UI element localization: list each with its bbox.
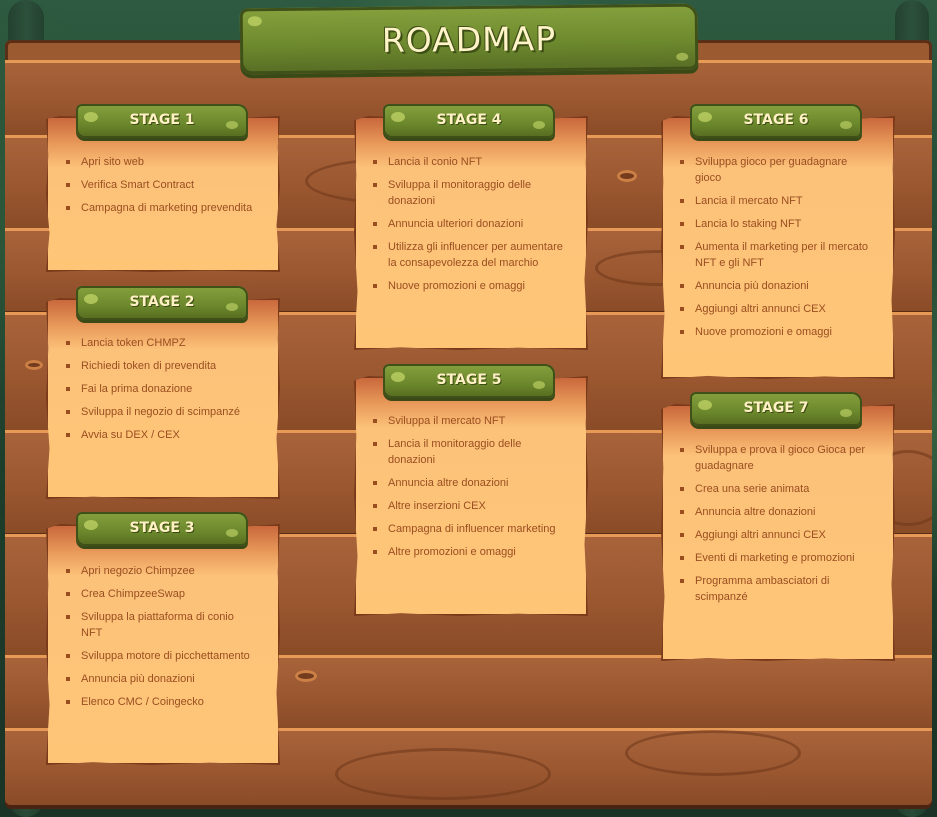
list-item: Lancia il conio NFT (372, 154, 567, 170)
roadmap-title-sign: ROADMAP (239, 3, 699, 75)
list-item: Lancia il monitoraggio delle donazioni (372, 436, 562, 468)
list-item: Sviluppa il monitoraggio delle donazioni (372, 177, 567, 209)
roadmap-title: ROADMAP (381, 19, 557, 60)
list-item: Campagna di marketing prevendita (65, 200, 265, 216)
list-item: Apri negozio Chimpzee (65, 563, 255, 579)
stage-5-sign: STAGE 5 (383, 364, 555, 398)
list-item: Altre inserzioni CEX (372, 498, 562, 514)
stage-4-sign: STAGE 4 (383, 104, 555, 138)
list-item: Altre promozioni e omaggi (372, 544, 562, 560)
list-item: Lancia il mercato NFT (679, 193, 869, 209)
list-item: Aggiungi altri annunci CEX (679, 301, 869, 317)
list-item: Sviluppa il negozio di scimpanzé (65, 404, 255, 420)
list-item: Nuove promozioni e omaggi (679, 324, 869, 340)
list-item: Crea una serie animata (679, 481, 869, 497)
list-item: Apri sito web (65, 154, 265, 170)
list-item: Richiedi token di prevendita (65, 358, 255, 374)
stage-5-title: STAGE 5 (436, 372, 502, 388)
stage-card-2 (46, 298, 280, 499)
stage-6-list: Sviluppa gioco per guadagnare gioco Lanc… (679, 154, 869, 347)
stage-card-4 (354, 116, 588, 350)
list-item: Nuove promozioni e omaggi (372, 278, 567, 294)
stage-5-list: Sviluppa il mercato NFT Lancia il monito… (372, 413, 562, 567)
list-item: Programma ambasciatori di scimpanzé (679, 573, 869, 605)
stage-card-6 (661, 116, 895, 379)
list-item: Eventi di marketing e promozioni (679, 550, 869, 566)
list-item: Sviluppa la piattaforma di conio NFT (65, 609, 255, 641)
list-item: Utilizza gli influencer per aumentare la… (372, 239, 567, 271)
stage-6-title: STAGE 6 (743, 112, 809, 128)
stage-7-title: STAGE 7 (743, 400, 809, 416)
stage-7-list: Sviluppa e prova il gioco Gioca per guad… (679, 442, 869, 612)
stage-2-sign: STAGE 2 (76, 286, 248, 320)
stage-2-list: Lancia token CHMPZ Richiedi token di pre… (65, 335, 255, 450)
stage-card-7 (661, 404, 895, 661)
list-item: Sviluppa e prova il gioco Gioca per guad… (679, 442, 869, 474)
stage-3-title: STAGE 3 (129, 520, 195, 536)
stage-4-title: STAGE 4 (436, 112, 502, 128)
list-item: Elenco CMC / Coingecko (65, 694, 255, 710)
list-item: Sviluppa il mercato NFT (372, 413, 562, 429)
stage-card-5 (354, 376, 588, 616)
list-item: Sviluppa gioco per guadagnare gioco (679, 154, 869, 186)
list-item: Annuncia altre donazioni (372, 475, 562, 491)
stage-6-sign: STAGE 6 (690, 104, 862, 138)
list-item: Annuncia più donazioni (65, 671, 255, 687)
stage-1-title: STAGE 1 (129, 112, 195, 128)
stage-3-sign: STAGE 3 (76, 512, 248, 546)
stage-4-list: Lancia il conio NFT Sviluppa il monitora… (372, 154, 567, 301)
list-item: Lancia token CHMPZ (65, 335, 255, 351)
list-item: Lancia lo staking NFT (679, 216, 869, 232)
list-item: Campagna di influencer marketing (372, 521, 562, 537)
stage-3-list: Apri negozio Chimpzee Crea ChimpzeeSwap … (65, 563, 255, 717)
list-item: Fai la prima donazione (65, 381, 255, 397)
stage-1-list: Apri sito web Verifica Smart Contract Ca… (65, 154, 265, 223)
list-item: Aumenta il marketing per il mercato NFT … (679, 239, 869, 271)
list-item: Crea ChimpzeeSwap (65, 586, 255, 602)
list-item: Annuncia ulteriori donazioni (372, 216, 567, 232)
list-item: Aggiungi altri annunci CEX (679, 527, 869, 543)
stage-7-sign: STAGE 7 (690, 392, 862, 426)
stage-card-3 (46, 524, 280, 765)
list-item: Verifica Smart Contract (65, 177, 265, 193)
list-item: Sviluppa motore di picchettamento (65, 648, 255, 664)
stage-1-sign: STAGE 1 (76, 104, 248, 138)
stage-card-1 (46, 116, 280, 272)
list-item: Avvia su DEX / CEX (65, 427, 255, 443)
stage-2-title: STAGE 2 (129, 294, 195, 310)
list-item: Annuncia più donazioni (679, 278, 869, 294)
list-item: Annuncia altre donazioni (679, 504, 869, 520)
